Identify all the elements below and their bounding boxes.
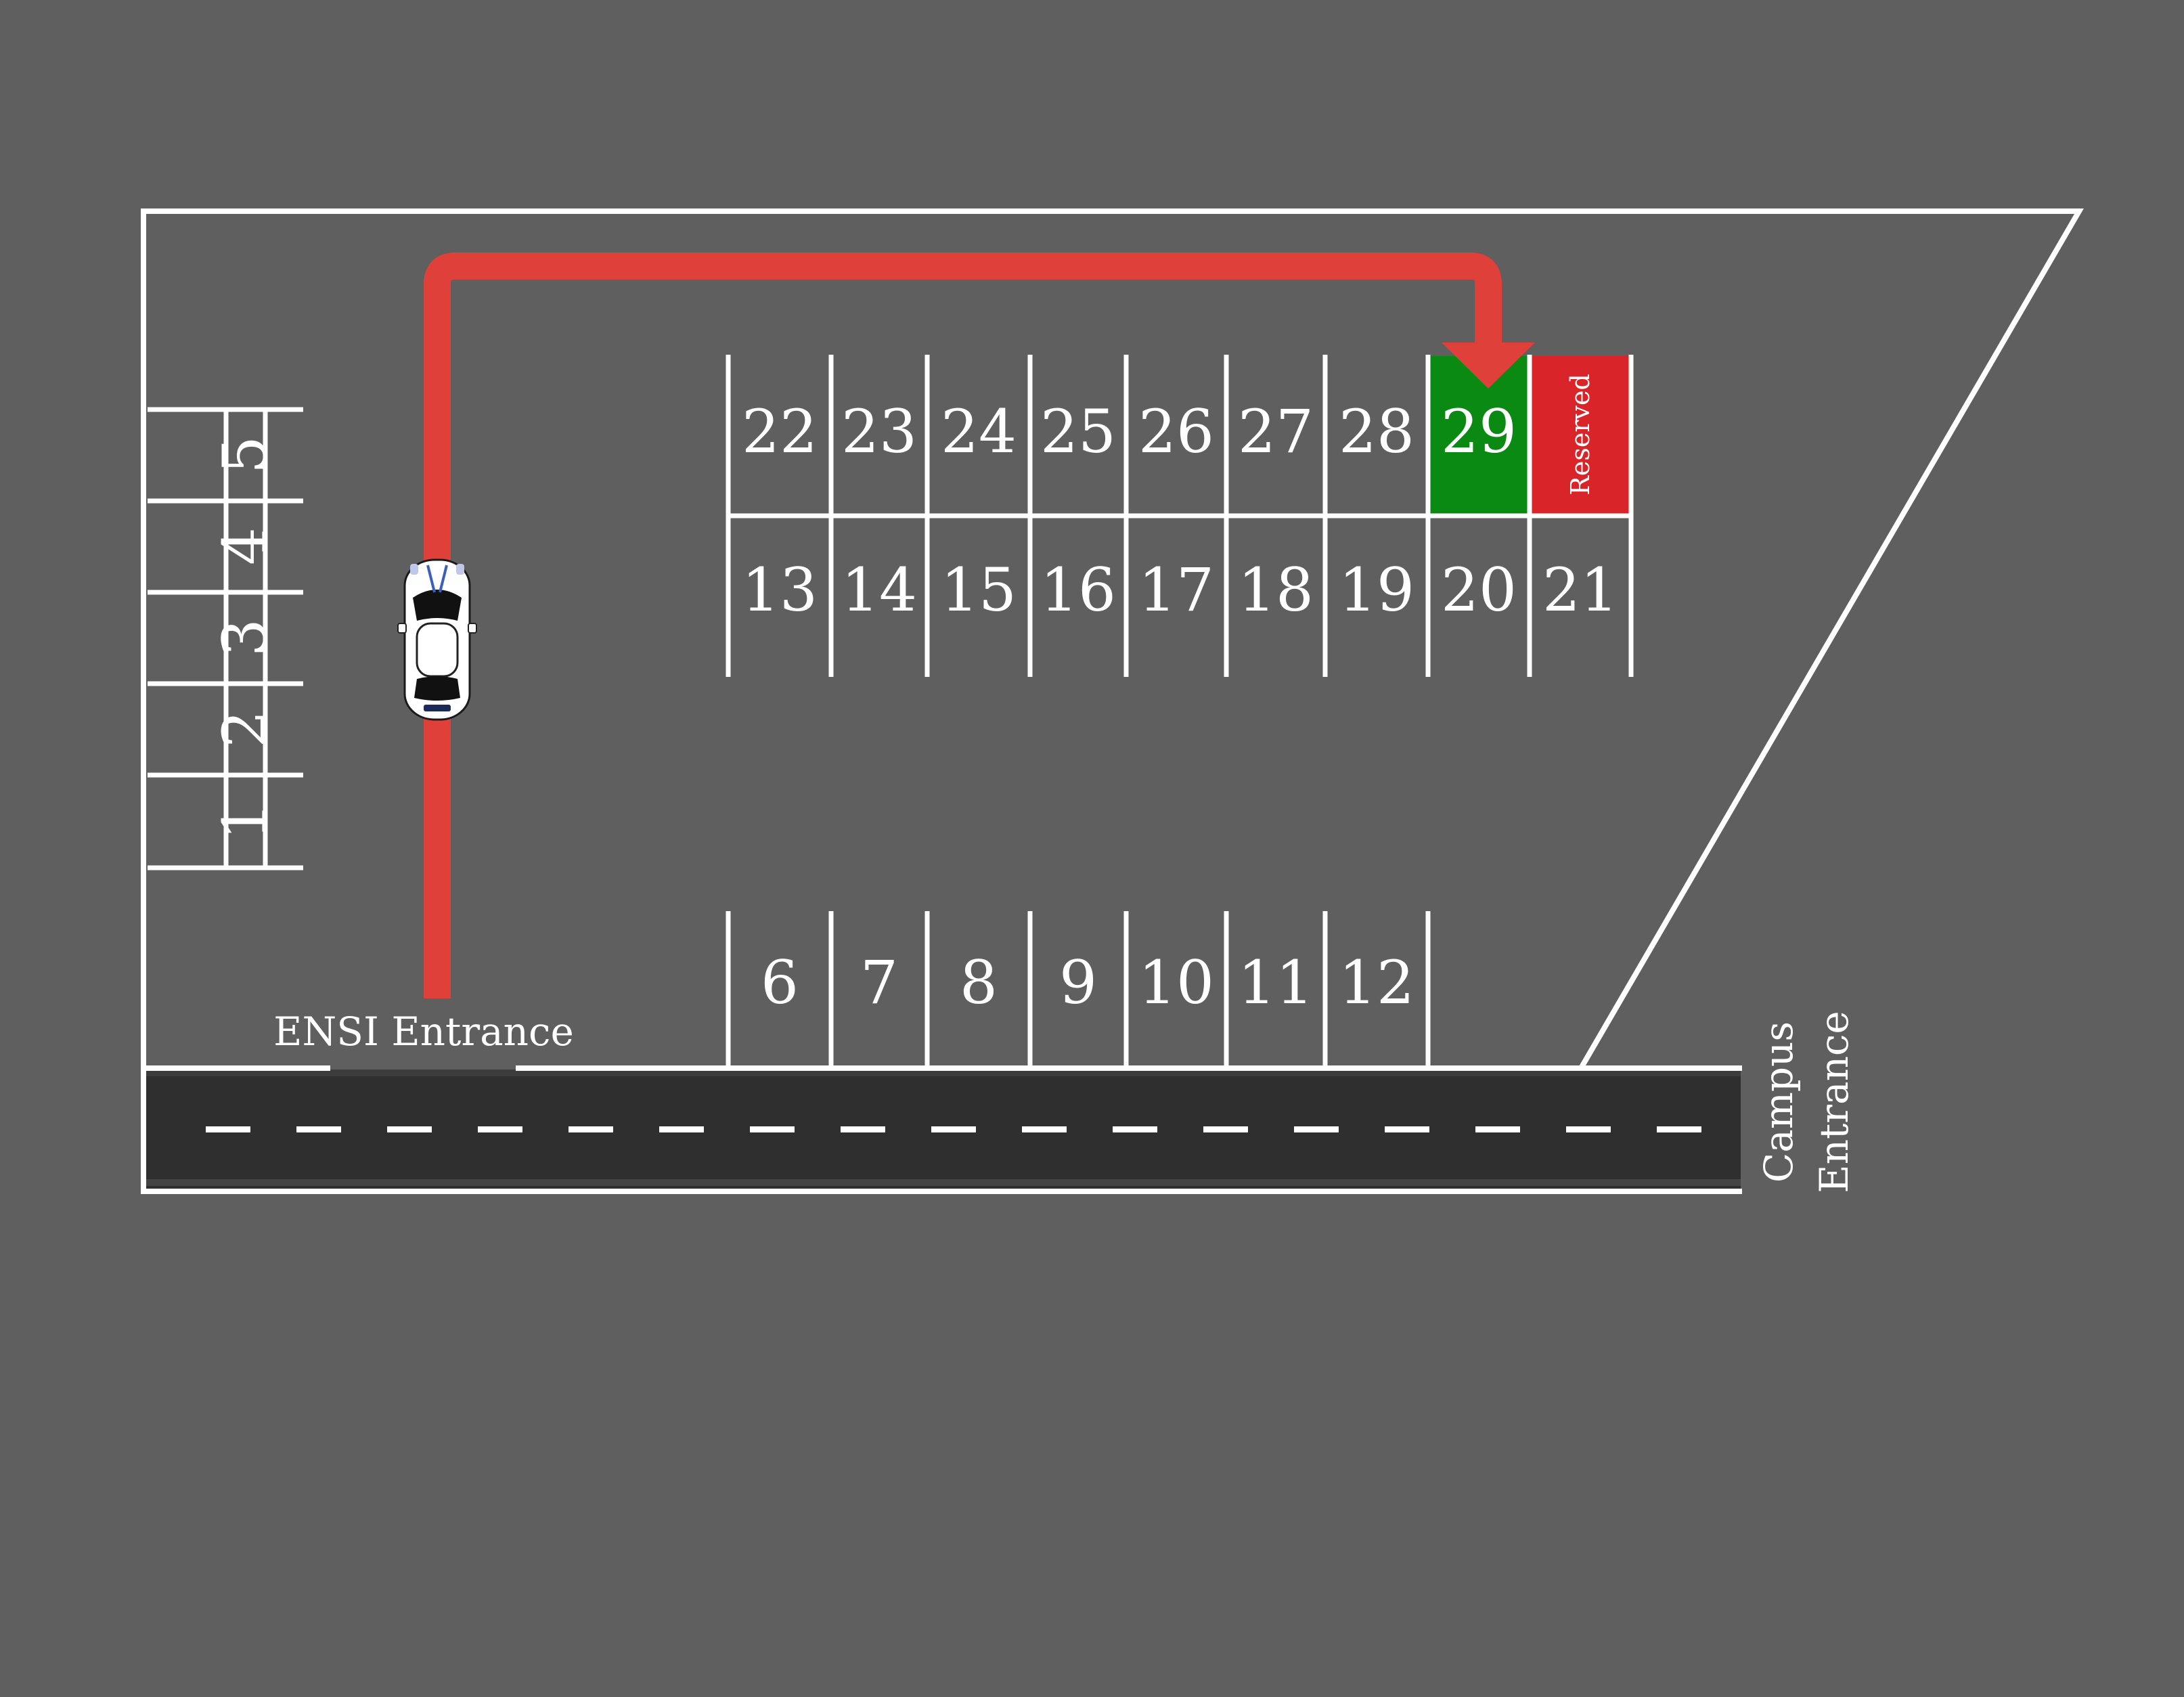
spot-label-1: 1 (210, 802, 280, 840)
spot-label-29: 29 (1441, 397, 1517, 466)
spot-label-2: 2 (210, 710, 280, 748)
spot-label-17: 17 (1138, 555, 1214, 625)
middle-row-labels: 13 14 15 16 17 18 19 20 21 (742, 555, 1618, 625)
spot-label-21: 21 (1542, 555, 1618, 625)
left-stall-lines (148, 407, 303, 870)
spot-label-14: 14 (841, 555, 917, 625)
road-center-dashes (206, 1126, 1701, 1132)
spot-label-22: 22 (742, 397, 818, 466)
spot-label-12: 12 (1339, 948, 1414, 1017)
lot-boundary (141, 208, 2084, 1194)
reserved-spot (1530, 356, 1631, 515)
spot-label-3: 3 (210, 619, 280, 657)
spot-label-9: 9 (1059, 948, 1097, 1017)
spot-label-11: 11 (1238, 948, 1314, 1017)
road-dash (478, 1126, 522, 1132)
spot-label-26: 26 (1138, 397, 1214, 466)
spot-label-7: 7 (860, 948, 898, 1017)
road-dash (1566, 1126, 1611, 1132)
road-dash (1385, 1126, 1429, 1132)
spot-label-24: 24 (941, 397, 1017, 466)
road-dash (1203, 1126, 1248, 1132)
spot-label-13: 13 (742, 555, 818, 625)
road-dash (931, 1126, 976, 1132)
ensi-entrance-label: ENSI Entrance (273, 1009, 574, 1055)
reserved-label: Reserved (1565, 374, 1595, 495)
access-road (143, 1070, 1741, 1190)
road-dash (659, 1126, 704, 1132)
road-dash (387, 1126, 432, 1132)
road-dash (296, 1126, 341, 1132)
road-dash (206, 1126, 250, 1132)
spot-label-19: 19 (1339, 555, 1414, 625)
road-dash (750, 1126, 795, 1132)
spot-label-27: 27 (1238, 397, 1314, 466)
road-dash (841, 1126, 885, 1132)
campus-entrance-label-line2: Entrance (1811, 1011, 1857, 1193)
road-dash (1657, 1126, 1701, 1132)
top-row-labels: 22 23 24 25 26 27 28 29 (742, 397, 1517, 466)
spot-label-6: 6 (761, 948, 799, 1017)
spot-label-16: 16 (1040, 555, 1116, 625)
road-dash (1294, 1126, 1339, 1132)
arrow-down-icon (1442, 343, 1535, 389)
spot-label-25: 25 (1040, 397, 1116, 466)
spot-label-18: 18 (1238, 555, 1314, 625)
road-dash (569, 1126, 613, 1132)
upper-stall-lines (726, 355, 1634, 677)
road-dash (1113, 1126, 1157, 1132)
spot-label-5: 5 (210, 436, 280, 474)
left-stall-labels: 1 2 3 4 5 (210, 436, 280, 840)
spot-29-available[interactable] (1428, 356, 1528, 515)
bottom-stall-lines (726, 911, 1431, 1068)
spot-label-4: 4 (210, 527, 280, 565)
car-topview-icon (397, 558, 477, 721)
spot-label-10: 10 (1138, 948, 1214, 1017)
spot-label-15: 15 (941, 555, 1017, 625)
spot-label-28: 28 (1339, 397, 1414, 466)
road-dash (1475, 1126, 1520, 1132)
spot-label-8: 8 (960, 948, 998, 1017)
route-path (424, 252, 1535, 998)
spot-label-23: 23 (841, 397, 917, 466)
road-dash (1022, 1126, 1067, 1132)
campus-entrance-label-line1: Campus (1756, 1021, 1802, 1183)
spot-label-20: 20 (1441, 555, 1517, 625)
